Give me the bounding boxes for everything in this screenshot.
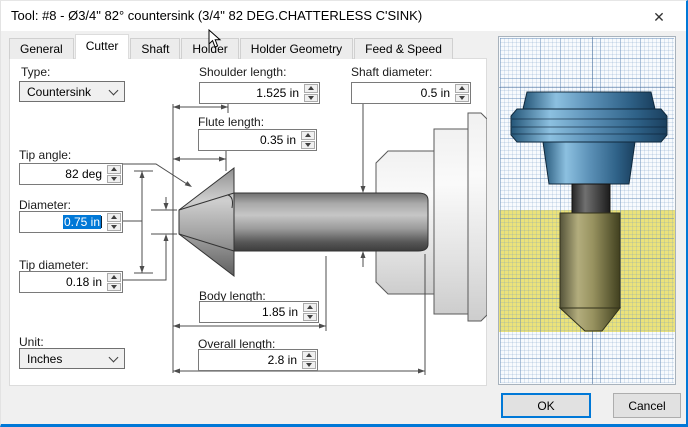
tab-cutter[interactable]: Cutter	[74, 34, 130, 59]
overall-length-label: Overall length:	[198, 337, 276, 351]
titlebar: Tool: #8 - Ø3/4" 82° countersink (3/4" 8…	[1, 1, 686, 31]
tab-feed-speed[interactable]: Feed & Speed	[354, 38, 453, 59]
spinner-down-icon[interactable]	[303, 312, 317, 321]
diameter-field[interactable]: 0.75 in	[19, 211, 123, 233]
tab-holder-geometry[interactable]: Holder Geometry	[239, 38, 354, 59]
overall-length-field[interactable]: 2.8 in	[198, 349, 318, 371]
flute-length-field[interactable]: 0.35 in	[198, 129, 317, 151]
spinner-down-icon[interactable]	[304, 93, 318, 102]
spinner-up-icon[interactable]	[301, 131, 315, 140]
grid-axis-horizontal	[499, 87, 675, 88]
diameter-input[interactable]: 0.75 in	[20, 212, 106, 232]
tip-angle-input[interactable]: 82 deg	[65, 167, 102, 181]
shaft-diameter-field[interactable]: 0.5 in	[351, 82, 471, 104]
tip-diameter-spinner[interactable]	[106, 272, 122, 292]
body-length-spinner[interactable]	[302, 302, 318, 322]
spinner-up-icon[interactable]	[107, 273, 121, 282]
spinner-up-icon[interactable]	[304, 84, 318, 93]
flute-length-input[interactable]: 0.35 in	[259, 133, 296, 147]
spinner-down-icon[interactable]	[302, 360, 316, 369]
tab-shaft[interactable]: Shaft	[130, 38, 181, 59]
spinner-up-icon[interactable]	[303, 303, 317, 312]
diameter-selected-text: 0.75 in	[62, 215, 101, 229]
tip-angle-spinner[interactable]	[106, 164, 122, 184]
tool-preview-panel	[498, 36, 676, 385]
spinner-up-icon[interactable]	[455, 84, 469, 93]
spinner-down-icon[interactable]	[455, 93, 469, 102]
type-value: Countersink	[27, 84, 92, 99]
type-label: Type:	[21, 65, 51, 79]
spinner-down-icon[interactable]	[107, 282, 121, 291]
shoulder-length-field[interactable]: 1.525 in	[199, 82, 320, 104]
ok-button[interactable]: OK	[501, 393, 591, 418]
flute-length-spinner[interactable]	[300, 130, 316, 150]
spinner-up-icon[interactable]	[107, 165, 121, 174]
diameter-label: Diameter:	[19, 198, 72, 212]
shaft-diameter-spinner[interactable]	[454, 83, 470, 103]
flute-length-label: Flute length:	[198, 115, 265, 129]
tab-general[interactable]: General	[9, 38, 74, 59]
unit-value: Inches	[27, 351, 63, 366]
spinner-down-icon[interactable]	[107, 222, 121, 231]
tool-preview-render	[510, 91, 668, 332]
spinner-up-icon[interactable]	[107, 213, 121, 222]
tip-diameter-label: Tip diameter:	[19, 258, 89, 272]
spinner-down-icon[interactable]	[301, 140, 315, 149]
diameter-spinner[interactable]	[106, 212, 122, 232]
body-length-field[interactable]: 1.85 in	[199, 301, 319, 323]
unit-label: Unit:	[19, 335, 44, 349]
unit-combobox[interactable]: Inches	[19, 348, 125, 369]
cursor-icon	[208, 29, 222, 48]
dialog-title: Tool: #8 - Ø3/4" 82° countersink (3/4" 8…	[11, 8, 423, 23]
cancel-button[interactable]: Cancel	[613, 393, 681, 418]
tip-diameter-input[interactable]: 0.18 in	[65, 275, 102, 289]
type-combobox[interactable]: Countersink	[19, 81, 125, 102]
chevron-down-icon	[108, 352, 119, 362]
cutter-diagram	[121, 101, 487, 375]
tab-holder[interactable]: Holder	[181, 38, 239, 59]
overall-length-spinner[interactable]	[301, 350, 317, 370]
body-length-input[interactable]: 1.85 in	[261, 305, 298, 319]
spinner-down-icon[interactable]	[107, 174, 121, 183]
chevron-down-icon	[108, 85, 119, 95]
shoulder-length-input[interactable]: 1.525 in	[256, 86, 299, 100]
tip-diameter-field[interactable]: 0.18 in	[19, 271, 123, 293]
text-caret	[101, 216, 102, 228]
shaft-diameter-label: Shaft diameter:	[351, 65, 433, 79]
shaft-diameter-input[interactable]: 0.5 in	[420, 86, 450, 100]
overall-length-input[interactable]: 2.8 in	[267, 353, 297, 367]
spinner-up-icon[interactable]	[302, 351, 316, 360]
tip-angle-label: Tip angle:	[19, 148, 72, 162]
shoulder-length-spinner[interactable]	[303, 83, 319, 103]
tip-angle-field[interactable]: 82 deg	[19, 163, 123, 185]
close-icon[interactable]: ✕	[653, 8, 665, 25]
shoulder-length-label: Shoulder length:	[199, 65, 287, 79]
body-length-label: Body length:	[199, 289, 266, 303]
tab-bar: General Cutter Shaft Holder Holder Geome…	[9, 34, 454, 59]
